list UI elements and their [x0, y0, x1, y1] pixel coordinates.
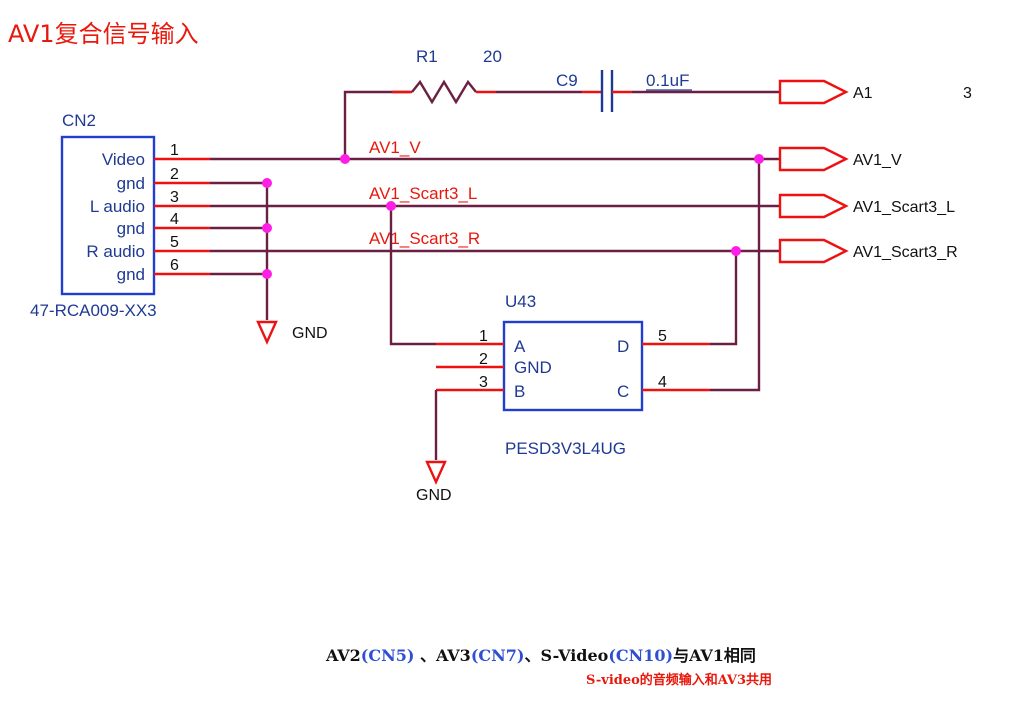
cn2-pin-number: 3: [170, 189, 179, 206]
port-arrow: [778, 238, 849, 264]
junctions: [262, 154, 764, 279]
footnote-part: (CN10): [608, 646, 673, 665]
cn2-pin-name: Video: [102, 150, 145, 169]
junction-left-u43: [386, 201, 396, 211]
port-label: AV1_V: [853, 152, 902, 169]
wire-video-to-r1: [343, 90, 410, 160]
gnd-symbol-connector: GND: [256, 320, 328, 345]
wire-u43-d-to-scart3-r: [710, 251, 738, 346]
cn2-pin-name: gnd: [117, 219, 145, 238]
u43-pin2-number: 2: [479, 351, 488, 368]
wire-u43-c-to-av1-v: [710, 159, 761, 392]
cn2-pin-number: 5: [170, 234, 179, 251]
gnd-triangle: [256, 320, 278, 345]
port-arrow: [778, 79, 849, 105]
u43-tvs: U43 PESD3V3L4UG A GND B D C 1 2 3 5 4: [389, 159, 761, 460]
u43-pin3-number: 3: [479, 374, 488, 391]
c9-ref: C9: [556, 71, 578, 90]
cn2-pin-name: L audio: [90, 197, 145, 216]
footnote: AV2(CN5) 、AV3(CN7)、S-Video(CN10)与AV1相同: [325, 646, 756, 665]
junction-video-u43: [754, 154, 764, 164]
u43-ref: U43: [505, 292, 536, 311]
footnote-part: (CN7): [471, 646, 525, 665]
cn2-ref: CN2: [62, 111, 96, 130]
footnote-sub: S-video的音频输入和AV3共用: [586, 672, 772, 688]
port-a1-extra: 3: [963, 85, 972, 102]
connector-cn2: CN2 47-RCA009-XX3 Video 1 gnd 2 L audio 3 gnd 4…: [30, 111, 210, 320]
cn2-body: [60, 135, 156, 296]
cn2-pins: Video 1 gnd 2 L audio 3 gnd 4 R audio 5 gnd 6: [86, 142, 210, 284]
footnote-part: AV2: [325, 646, 361, 665]
net-label-av1-v: AV1_V: [369, 138, 421, 157]
port-arrow: [778, 146, 849, 172]
u43-pin1-number: 1: [479, 328, 488, 345]
u43-pin-b-name: B: [514, 382, 525, 401]
c9-value: 0.1uF: [646, 71, 689, 90]
u43-pin-a-name: A: [514, 337, 526, 356]
r1-resistor-symbol: [411, 79, 477, 105]
u43-pin-d-name: D: [617, 337, 629, 356]
port-arrow: [778, 193, 849, 219]
cn2-pin-number: 4: [170, 211, 179, 228]
cn2-pin-name: gnd: [117, 265, 145, 284]
main-nets: AV1_V AV1_Scart3_L AV1_Scart3_R: [210, 138, 780, 320]
port-label: A1: [853, 85, 873, 102]
u43-part-number: PESD3V3L4UG: [505, 439, 626, 458]
footnote-part: (CN5): [361, 646, 415, 665]
u43-pin-gnd-name: GND: [514, 358, 552, 377]
net-label-av1-scart3-r: AV1_Scart3_R: [369, 229, 480, 248]
u43-pin4-number: 4: [658, 374, 667, 391]
gnd-label-u43: GND: [416, 487, 452, 504]
r1-ref: R1: [416, 47, 438, 66]
r1-value: 20: [483, 47, 502, 66]
u43-pin-c-name: C: [617, 382, 629, 401]
u43-pin5-number: 5: [658, 328, 667, 345]
r1-c9-branch: R1 20 C9 0.1uF: [343, 47, 780, 160]
cn2-pin-number: 1: [170, 142, 179, 159]
net-label-av1-scart3-l: AV1_Scart3_L: [369, 184, 477, 203]
gnd-symbol-u43: GND: [416, 460, 452, 504]
cn2-part-number: 47-RCA009-XX3: [30, 301, 157, 320]
gnd-triangle-u43: [425, 460, 447, 485]
junction-right-u43: [731, 246, 741, 256]
cn2-pin-name: gnd: [117, 174, 145, 193]
port-label: AV1_Scart3_L: [853, 199, 955, 216]
junction-gnd-pin6: [262, 269, 272, 279]
cn2-pin-name: R audio: [86, 242, 145, 261]
gnd-label-connector: GND: [292, 325, 328, 342]
footnote-part: 与AV1相同: [673, 646, 756, 665]
junction-gnd-pin4: [262, 223, 272, 233]
cn2-pin-number: 2: [170, 166, 179, 183]
footnote-part: 、AV3: [414, 646, 470, 665]
junction-video-r1: [340, 154, 350, 164]
cn2-pin-number: 6: [170, 257, 179, 274]
wire-scart3-l-to-u43-a: [389, 206, 436, 346]
schematic-title: AV1复合信号输入: [8, 20, 199, 48]
junction-gnd-pin2: [262, 178, 272, 188]
footnote-part: 、S-Video: [524, 646, 608, 665]
port-label: AV1_Scart3_R: [853, 244, 958, 261]
